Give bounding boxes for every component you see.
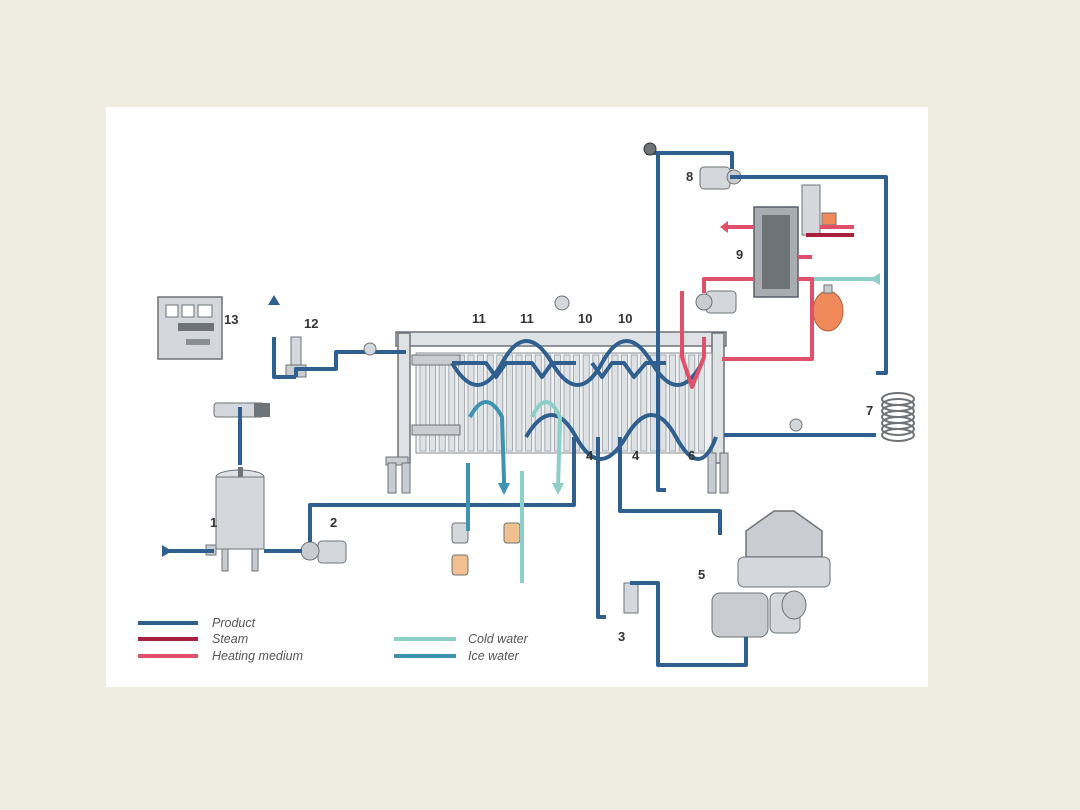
label-8: 8 bbox=[686, 169, 693, 184]
label-4b: 4 bbox=[632, 448, 640, 463]
heat-exchanger-plate bbox=[438, 354, 446, 452]
heat-exchanger-plate bbox=[698, 354, 705, 452]
label-9: 9 bbox=[736, 247, 743, 262]
label-1: 1 bbox=[210, 515, 217, 530]
label-5: 5 bbox=[698, 567, 705, 582]
legend-item-heating-medium: Heating medium bbox=[138, 649, 303, 663]
legend-item-cold-water: Cold water bbox=[394, 632, 529, 646]
heat-exchanger-plate bbox=[630, 354, 638, 452]
legend-item-product: Product bbox=[138, 616, 256, 630]
water-valves bbox=[451, 522, 521, 576]
legend: Product Steam Heating medium Cold water … bbox=[138, 616, 529, 663]
control-panel bbox=[157, 296, 223, 360]
heat-exchanger-plate bbox=[582, 354, 590, 452]
flow-diversion-valve bbox=[623, 582, 639, 614]
legend-label-steam: Steam bbox=[212, 632, 248, 646]
holding-tube bbox=[881, 392, 915, 442]
label-6: 6 bbox=[688, 448, 695, 463]
legend-label-heating-medium: Heating medium bbox=[212, 649, 303, 663]
holding-tube-loop bbox=[881, 428, 915, 442]
heat-exchanger-plate bbox=[669, 354, 676, 452]
label-12: 12 bbox=[304, 316, 318, 331]
heat-exchanger-plate bbox=[467, 354, 475, 452]
label-11a: 11 bbox=[472, 311, 486, 326]
flow-regulator bbox=[213, 336, 307, 418]
heat-exchanger-plate bbox=[419, 354, 427, 452]
product-lines bbox=[164, 151, 888, 667]
legend-item-steam: Steam bbox=[138, 632, 248, 646]
heat-exchanger-plate bbox=[505, 354, 513, 452]
heat-exchanger-plate bbox=[573, 354, 581, 452]
hot-water-pump bbox=[695, 290, 737, 314]
heat-exchanger-plate bbox=[563, 354, 571, 452]
expansion-tank bbox=[812, 284, 844, 332]
diagram-panel: 1 2 3 4 4 5 6 7 8 9 10 10 11 11 12 13 bbox=[106, 107, 928, 687]
legend-label-product: Product bbox=[212, 616, 256, 630]
pressure-gauges bbox=[363, 142, 803, 432]
label-11b: 11 bbox=[520, 311, 534, 326]
legend-label-ice-water: Ice water bbox=[468, 649, 520, 663]
heat-exchanger-plate bbox=[457, 354, 465, 452]
plate-heat-exchanger bbox=[385, 331, 729, 494]
heat-exchanger-plate bbox=[592, 354, 600, 452]
component-number-labels: 1 2 3 4 4 5 6 7 8 9 10 10 11 11 12 13 bbox=[210, 169, 873, 644]
legend-item-ice-water: Ice water bbox=[394, 649, 520, 663]
heat-exchanger-plate bbox=[611, 354, 619, 452]
label-13: 13 bbox=[224, 312, 238, 327]
balance-tank bbox=[205, 467, 265, 572]
heat-exchanger-plate bbox=[640, 354, 648, 452]
holding-tube-loop bbox=[881, 422, 915, 436]
feed-pump bbox=[300, 540, 347, 564]
heat-exchanger-plate bbox=[621, 354, 628, 452]
heating-medium-lines bbox=[680, 225, 854, 389]
heat-exchanger-plate bbox=[688, 354, 696, 452]
heat-exchanger-plate bbox=[496, 354, 504, 452]
legend-label-cold-water: Cold water bbox=[468, 632, 529, 646]
centrifugal-separator bbox=[711, 510, 831, 638]
label-10b: 10 bbox=[618, 311, 632, 326]
flow-arrows bbox=[162, 221, 880, 557]
label-7: 7 bbox=[866, 403, 873, 418]
label-3: 3 bbox=[618, 629, 625, 644]
heat-exchanger-plate bbox=[659, 354, 667, 452]
label-10a: 10 bbox=[578, 311, 592, 326]
label-2: 2 bbox=[330, 515, 337, 530]
steam-heater bbox=[753, 184, 837, 298]
cold-water-lines bbox=[520, 277, 876, 583]
pasteurizer-process-diagram: 1 2 3 4 4 5 6 7 8 9 10 10 11 11 12 13 bbox=[138, 142, 915, 667]
label-4a: 4 bbox=[586, 448, 594, 463]
heat-exchanger-plate bbox=[429, 354, 437, 452]
heat-exchanger-plate bbox=[525, 354, 533, 452]
heat-exchanger-plate bbox=[515, 354, 523, 452]
